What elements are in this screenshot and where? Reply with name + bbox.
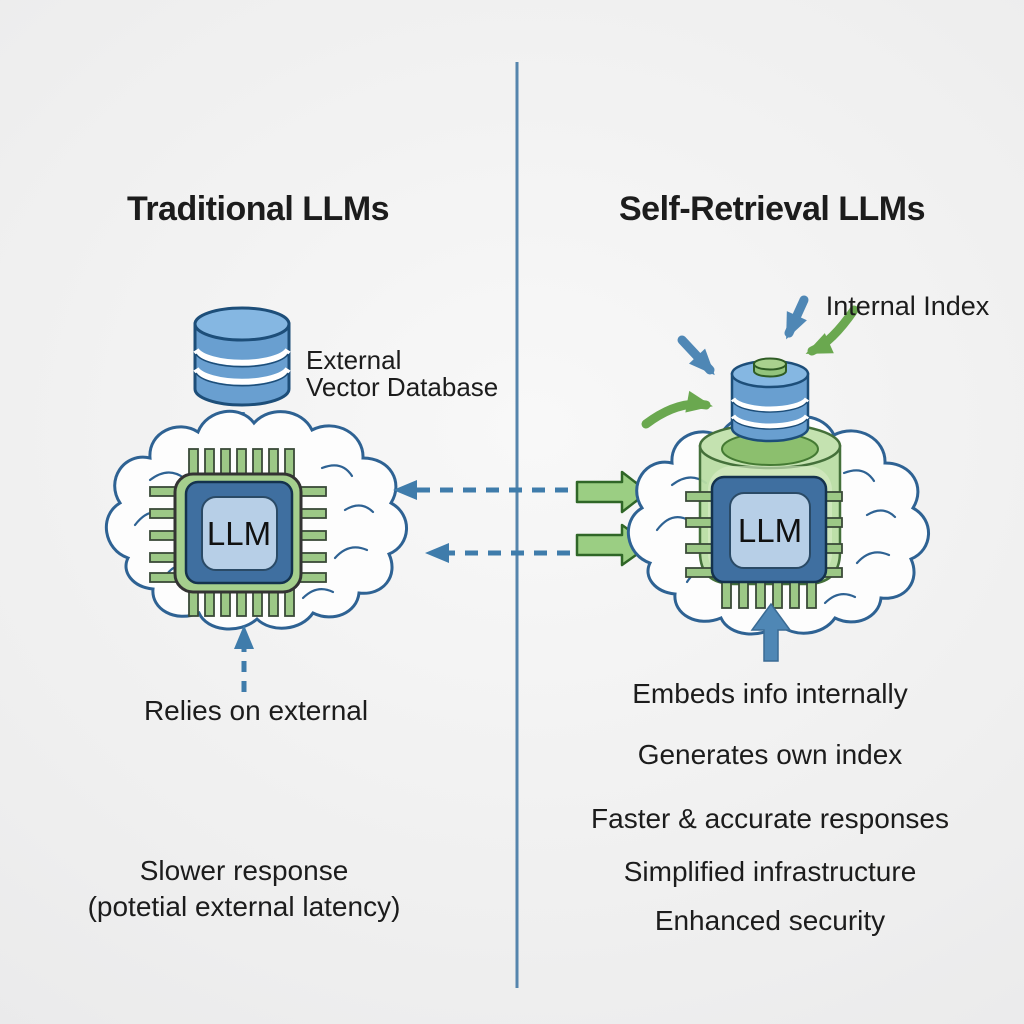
external-db-label-line2: Vector Database (306, 372, 499, 402)
right-bullet-generates: Generates own index (637, 739, 903, 770)
left-chip-label: LLM (206, 515, 272, 552)
right-bullet-embeds: Embeds info internally (632, 678, 908, 709)
right-bullet-faster: Faster & accurate responses (591, 803, 949, 834)
external-db-label-line1: External (306, 345, 402, 375)
right-bullet-enhanced: Enhanced security (654, 905, 886, 936)
left-note: Relies on external (143, 695, 369, 726)
internal-index-cylinder-icon (730, 357, 810, 443)
cpu-chip-icon (685, 475, 843, 609)
cpu-chip-icon (149, 448, 327, 617)
embeds-up-arrow (750, 602, 792, 662)
dashed-left-arrows-icon (393, 480, 570, 563)
left-bottom-line2: (potetial external latency) (87, 891, 401, 922)
index-ingest-arrows-icon (641, 295, 859, 429)
right-chip-label: LLM (737, 512, 803, 549)
right-bullet-simplified: Simplified infrastructure (623, 856, 917, 887)
internal-index-label: Internal Index (825, 291, 990, 321)
left-bottom-line1: Slower response (139, 855, 349, 886)
left-title: Traditional LLMs (126, 190, 390, 228)
right-title: Self-Retrieval LLMs (618, 190, 926, 228)
database-cylinder-icon (193, 306, 291, 407)
